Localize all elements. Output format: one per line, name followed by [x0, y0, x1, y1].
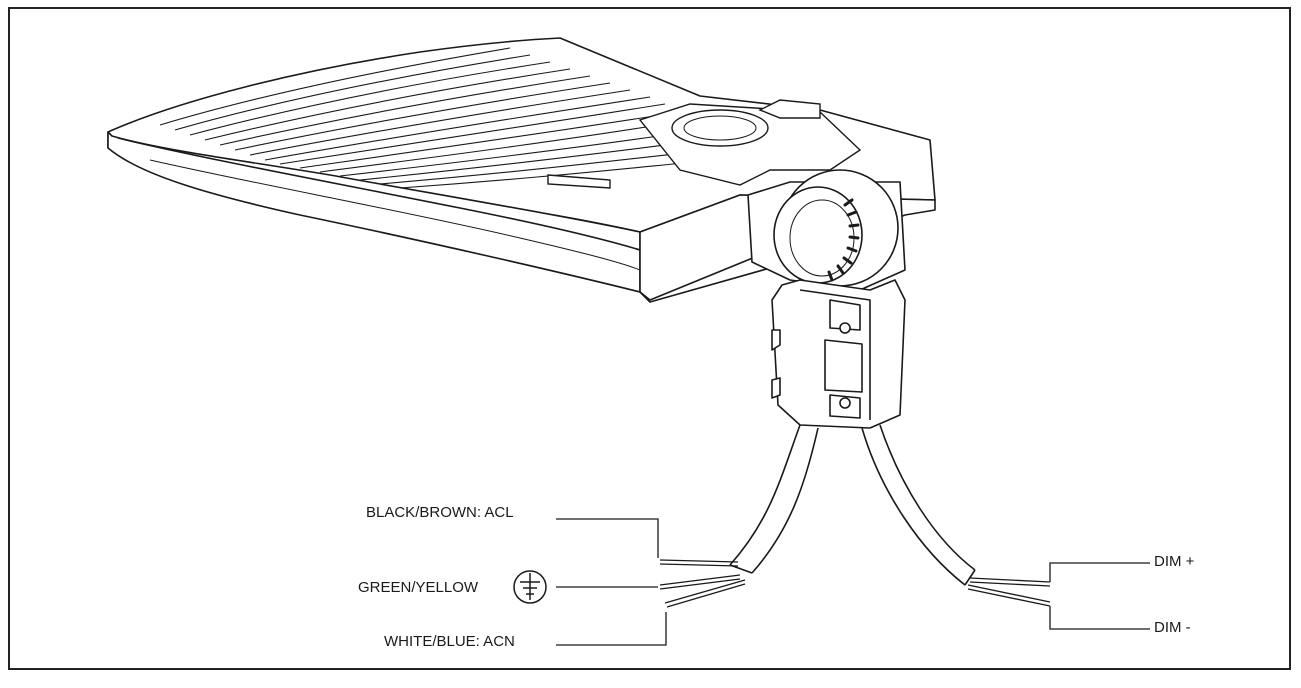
leader-lines	[556, 518, 1150, 646]
power-cable	[729, 424, 819, 574]
top-cap	[547, 99, 862, 189]
label-dim-plus: DIM +	[1154, 553, 1195, 570]
label-line-acl: BLACK/BROWN: ACL	[366, 504, 514, 521]
knuckle-mount	[747, 169, 906, 291]
ground-symbol-icon	[513, 570, 547, 604]
label-neutral-acn: WHITE/BLUE: ACN	[384, 633, 515, 650]
dim-wires	[967, 577, 1051, 607]
knuckle-teeth	[827, 198, 860, 282]
dim-cable	[861, 424, 976, 586]
label-dim-minus: DIM -	[1154, 619, 1191, 636]
power-wires	[659, 559, 746, 608]
diagram-frame	[8, 7, 1291, 670]
mounting-bracket	[771, 279, 906, 429]
label-ground: GREEN/YELLOW	[358, 579, 479, 596]
